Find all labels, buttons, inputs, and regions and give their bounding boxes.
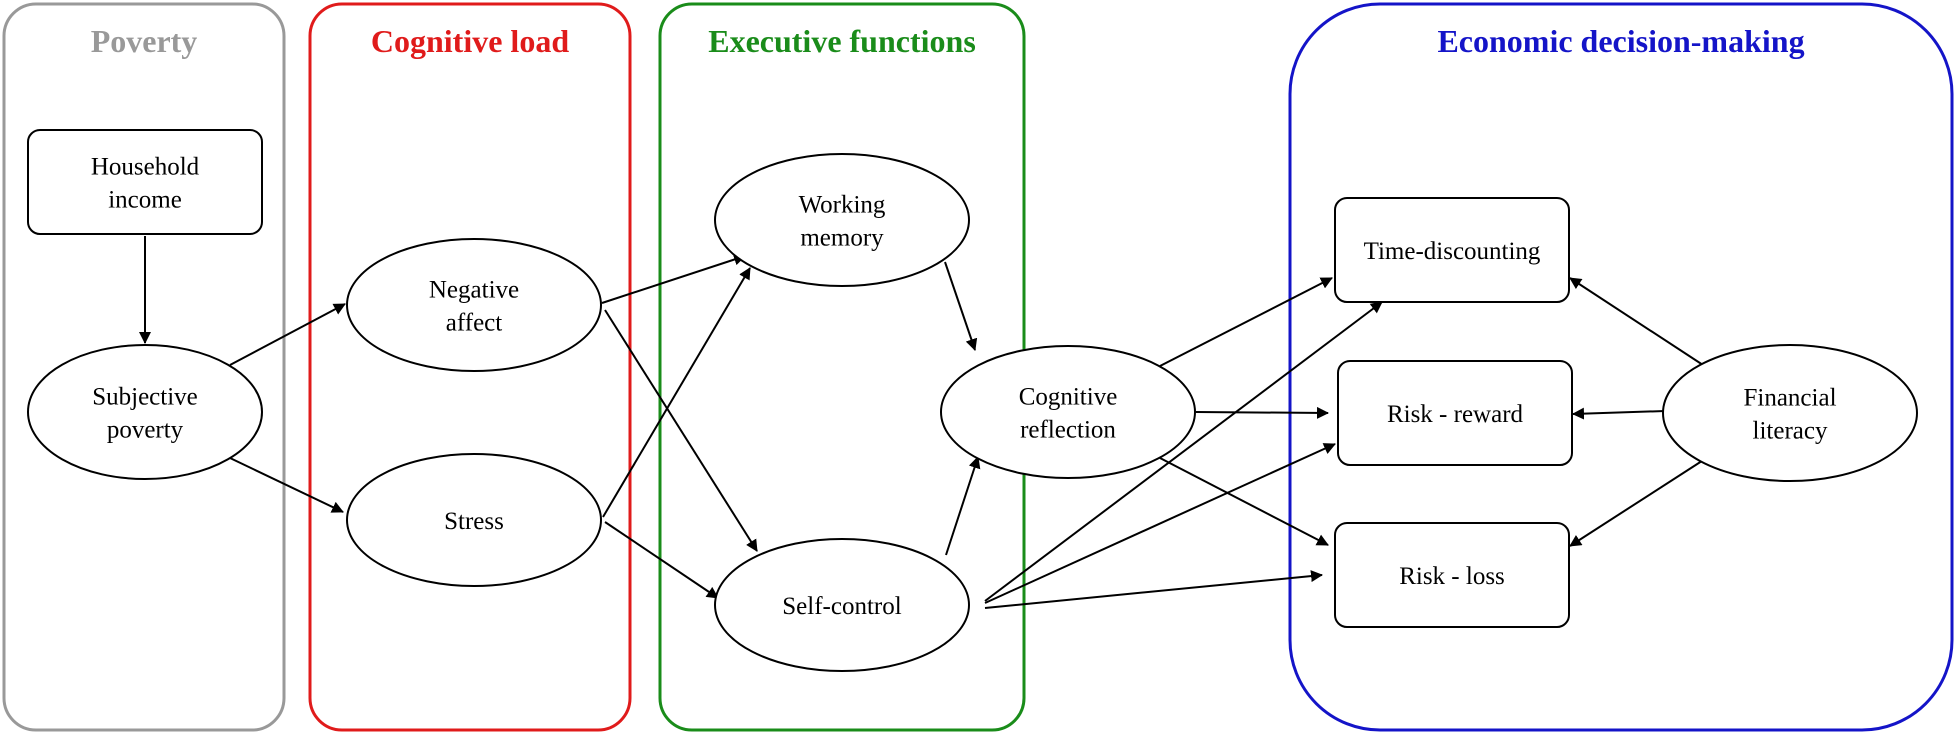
group-executive-functions-title: Executive functions <box>708 23 976 59</box>
node-household-income-label: income <box>108 187 182 214</box>
node-working-memory-ellipse <box>714 153 970 287</box>
node-subjective-poverty-ellipse <box>27 344 263 480</box>
node-cognitive-reflection-label: reflection <box>1020 417 1116 444</box>
group-cognitive-load: Cognitive load <box>308 2 632 732</box>
node-time-discounting-box <box>1334 197 1570 303</box>
arrow-stress-to-working-memory <box>602 267 751 518</box>
arrow-subjective-poverty-to-stress <box>229 457 344 513</box>
arrow-cognitive-reflection-to-risk-loss <box>1159 457 1329 546</box>
arrow-financial-literacy-to-risk-loss <box>1569 458 1706 547</box>
group-cognitive-load-title: Cognitive load <box>371 23 569 59</box>
node-stress: Stress <box>346 453 602 587</box>
arrow-financial-literacy-to-time-discounting <box>1569 277 1704 366</box>
node-working-memory: Working memory <box>714 153 970 287</box>
node-household-income-box <box>27 129 263 235</box>
group-economic-decision-making-border <box>1288 2 1954 732</box>
node-negative-affect-label: Negative <box>429 277 519 304</box>
node-risk-loss: Risk - loss <box>1334 522 1570 628</box>
arrow-self-control-to-time-discounting <box>984 301 1383 602</box>
arrow-working-memory-to-cognitive-reflection <box>944 261 978 351</box>
group-cognitive-load-border <box>308 2 632 732</box>
arrow-negative-affect-to-working-memory <box>601 253 746 304</box>
node-cognitive-reflection-label: Cognitive <box>1019 384 1118 411</box>
node-financial-literacy: Financial literacy <box>1662 344 1918 482</box>
node-household-income-label: Household <box>91 154 200 181</box>
node-self-control-label: Self-control <box>782 593 901 620</box>
node-working-memory-label: Working <box>799 192 886 219</box>
node-risk-reward: Risk - reward <box>1337 360 1573 466</box>
node-self-control-ellipse <box>714 538 970 672</box>
node-stress-label: Stress <box>444 508 504 535</box>
node-subjective-poverty-label: poverty <box>107 417 184 444</box>
arrow-financial-literacy-to-risk-reward <box>1572 407 1666 420</box>
arrow-cognitive-reflection-to-risk-reward <box>1195 406 1329 419</box>
node-risk-loss-box <box>1334 522 1570 628</box>
arrow-negative-affect-to-self-control <box>604 309 758 552</box>
node-time-discounting: Time-discounting <box>1334 197 1570 303</box>
node-financial-literacy-label: literacy <box>1753 418 1828 445</box>
arrow-stress-to-self-control <box>604 521 719 599</box>
group-executive-functions: Executive functions <box>658 2 1026 732</box>
node-subjective-poverty: Subjective poverty <box>27 344 263 480</box>
node-self-control: Self-control <box>714 538 970 672</box>
node-risk-reward-box <box>1337 360 1573 466</box>
group-poverty: Poverty <box>2 2 286 732</box>
node-cognitive-reflection-ellipse <box>940 345 1196 479</box>
group-poverty-border <box>2 2 286 732</box>
group-economic-decision-making-title: Economic decision-making <box>1437 23 1804 59</box>
node-risk-loss-label: Risk - loss <box>1399 563 1505 590</box>
arrow-self-control-to-risk-loss <box>984 570 1323 609</box>
arrow-self-control-to-cognitive-reflection <box>945 456 981 556</box>
node-risk-reward-label: Risk - reward <box>1387 401 1524 428</box>
node-working-memory-label: memory <box>800 225 884 252</box>
node-financial-literacy-label: Financial <box>1743 385 1836 412</box>
node-negative-affect-label: affect <box>446 310 502 337</box>
node-subjective-poverty-label: Subjective <box>92 384 198 411</box>
node-stress-ellipse <box>346 453 602 587</box>
node-household-income: Household income <box>27 129 263 235</box>
arrow-subjective-poverty-to-negative-affect <box>229 303 346 366</box>
node-negative-affect-ellipse <box>346 238 602 372</box>
arrow-cognitive-reflection-to-time-discounting <box>1159 277 1333 367</box>
node-time-discounting-label: Time-discounting <box>1364 238 1541 265</box>
node-cognitive-reflection: Cognitive reflection <box>940 345 1196 479</box>
arrow-self-control-to-risk-reward <box>984 443 1336 604</box>
group-economic-decision-making: Economic decision-making <box>1288 2 1954 732</box>
node-negative-affect: Negative affect <box>346 238 602 372</box>
node-financial-literacy-ellipse <box>1662 344 1918 482</box>
group-poverty-title: Poverty <box>91 23 198 59</box>
